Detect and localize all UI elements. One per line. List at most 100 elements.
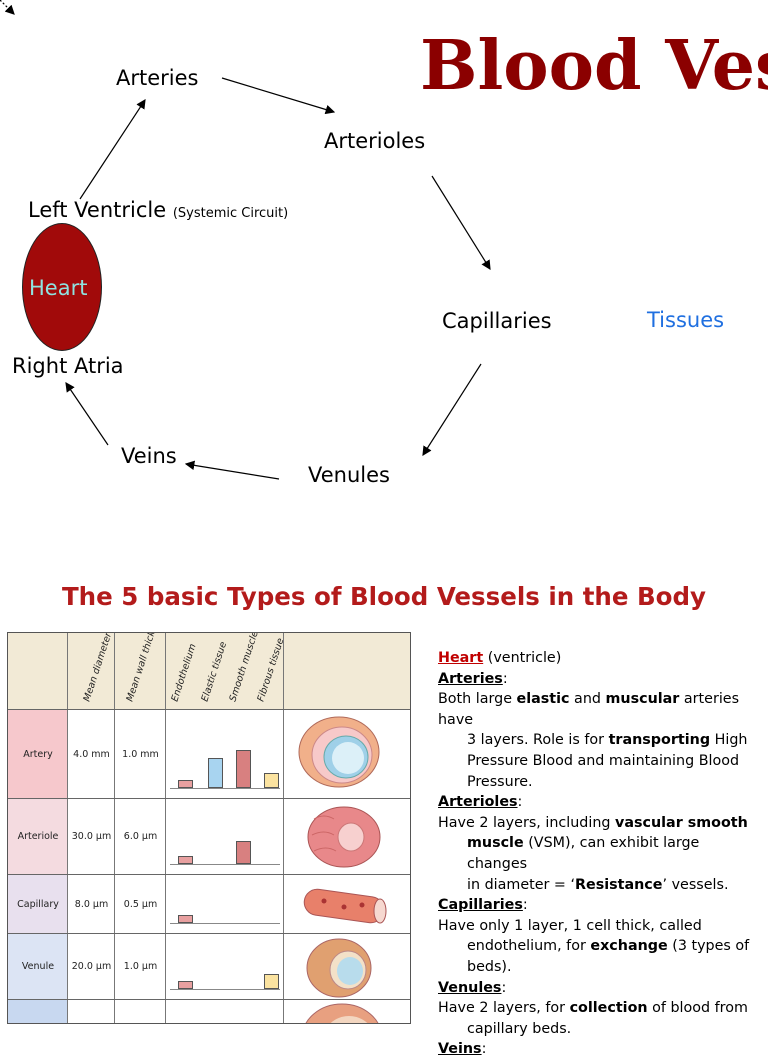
left-ventricle-label: Left Ventricle	[28, 198, 167, 222]
diameter-cell: 20.0 µm	[68, 934, 115, 1000]
arrow-corner	[0, 0, 15, 15]
node-venules: Venules	[308, 463, 390, 487]
tissue-bar-cell	[166, 875, 284, 934]
vessel-description: Heart (ventricle) Arteries: Both large e…	[438, 648, 763, 1060]
fibrous-bar	[264, 772, 279, 788]
mean-diameter-value: 30.0 µm	[71, 831, 112, 842]
vessel-illustration-cell	[284, 710, 410, 799]
bar-baseline	[170, 864, 280, 865]
circulation-arrows	[0, 0, 491, 480]
heart-label: Heart	[29, 276, 88, 300]
desc-venules-heading: Venules:	[438, 979, 507, 996]
desc-arteries-text: Both large elastic and muscular arteries…	[438, 691, 740, 728]
vessel-name: Artery	[23, 748, 53, 760]
endothelium-bar	[178, 856, 193, 864]
arrow-venules-to-veins	[184, 460, 280, 480]
node-right-atria: Right Atria	[12, 354, 124, 378]
vessel-illustration-cell	[284, 934, 410, 1000]
diameter-cell: 8.0 µm	[68, 875, 115, 934]
node-tissues: Tissues	[647, 308, 725, 332]
desc-heart-line: Heart (ventricle)	[438, 650, 562, 666]
vessel-name-cell: Artery	[8, 710, 68, 799]
table-row: Venule 20.0 µm 1.0 µm	[8, 933, 410, 1000]
desc-arterioles-text: Have 2 layers, including vascular smooth	[438, 814, 748, 831]
vessel-name-cell: Venule	[8, 934, 68, 1000]
wall-thickness-value: 0.5 µm	[123, 898, 158, 910]
vessel-name-cell: Capillary	[8, 875, 68, 934]
section-subtitle: The 5 basic Types of Blood Vessels in th…	[61, 582, 707, 611]
vessel-illustration-cell	[284, 1000, 410, 1023]
node-arterioles: Arterioles	[324, 129, 426, 153]
header-fibrous-tissue: Fibrous tissue	[255, 636, 287, 703]
table-header-row: Mean diameter Mean wall thickness Endoth…	[8, 632, 410, 709]
vessel-table: Mean diameter Mean wall thickness Endoth…	[7, 632, 411, 1024]
desc-capillaries-text: Have only 1 layer, 1 cell thick, called	[438, 917, 702, 934]
vessel-name-cell	[8, 1000, 68, 1023]
endothelium-bar	[178, 780, 193, 788]
bar-baseline	[170, 923, 280, 924]
arrow-capillaries-to-venules	[422, 363, 482, 457]
desc-arterioles-heading: Arterioles:	[438, 794, 523, 811]
vessel-illustration-cell	[284, 799, 410, 875]
tissue-bar-cell	[166, 710, 284, 799]
vessel-name: Capillary	[17, 898, 59, 910]
wall-thickness-value: 1.0 mm	[122, 748, 159, 760]
bar-baseline	[170, 989, 280, 990]
heart-link: Heart	[438, 650, 484, 666]
thickness-cell: 6.0 µm	[115, 799, 166, 875]
mean-diameter-value: 4.0 mm	[73, 748, 110, 760]
mean-diameter-value: 20.0 µm	[71, 961, 112, 972]
vessel-cross-section-illustration	[306, 938, 372, 998]
tissue-bar-cell	[166, 934, 284, 1000]
arrow-veins-to-right-atria	[65, 382, 109, 446]
vessel-cross-section-illustration	[307, 806, 381, 868]
thickness-cell: 1.0 µm	[115, 934, 166, 1000]
vessel-name: Venule	[21, 961, 55, 972]
diameter-cell: 4.0 mm	[68, 710, 115, 799]
endothelium-bar	[178, 915, 193, 923]
vessel-name: Arteriole	[17, 831, 59, 842]
diameter-cell	[68, 1000, 115, 1023]
vessel-name-cell: Arteriole	[8, 799, 68, 875]
header-mean-wall-thickness: Mean wall thickness	[124, 632, 165, 703]
tissue-bar-cell	[166, 1000, 284, 1023]
desc-arteries-heading: Arteries:	[438, 670, 508, 687]
desc-veins-heading: Veins:	[438, 1041, 487, 1058]
arrow-arteries-to-arterioles	[221, 77, 336, 115]
node-capillaries: Capillaries	[442, 309, 552, 333]
smooth-bar	[236, 750, 251, 788]
fibrous-bar	[264, 973, 279, 989]
node-left-ventricle: Left Ventricle (Systemic Circuit)	[28, 198, 288, 222]
diameter-cell: 30.0 µm	[68, 799, 115, 875]
header-endothelium: Endothelium	[169, 642, 199, 703]
wall-thickness-value: 1.0 µm	[123, 961, 158, 972]
node-arteries: Arteries	[116, 66, 199, 90]
bar-baseline	[170, 788, 280, 789]
desc-capillaries-heading: Capillaries:	[438, 897, 528, 914]
table-row: Arteriole 30.0 µm 6.0 µm	[8, 798, 410, 875]
vessel-cross-section-illustration	[305, 1003, 379, 1023]
arrow-arterioles-to-capillaries	[431, 175, 491, 271]
vessel-cross-section-illustration	[298, 716, 380, 788]
systemic-circuit-label: (Systemic Circuit)	[172, 206, 289, 221]
wall-thickness-value: 6.0 µm	[123, 831, 158, 842]
desc-venules-text: Have 2 layers, for collection of blood f…	[438, 1000, 748, 1017]
arrow-left-ventricle-to-arteries	[79, 98, 146, 200]
thickness-cell: 1.0 mm	[115, 710, 166, 799]
smooth-bar	[236, 841, 251, 864]
page-title: Blood Ves	[420, 26, 768, 106]
mean-diameter-value: 8.0 µm	[74, 898, 109, 910]
elastic-bar	[208, 757, 223, 788]
header-smooth-muscle: Smooth muscle	[227, 632, 261, 703]
thickness-cell: 0.5 µm	[115, 875, 166, 934]
heart-shape	[22, 223, 102, 351]
table-row	[8, 999, 410, 1023]
node-veins: Veins	[121, 444, 177, 468]
header-elastic-tissue: Elastic tissue	[199, 640, 230, 703]
thickness-cell	[115, 1000, 166, 1023]
vessel-cross-section-illustration	[303, 888, 387, 924]
vessel-illustration-cell	[284, 875, 410, 934]
endothelium-bar	[178, 981, 193, 989]
table-row: Artery 4.0 mm 1.0 mm	[8, 709, 410, 799]
tissue-bar-cell	[166, 799, 284, 875]
